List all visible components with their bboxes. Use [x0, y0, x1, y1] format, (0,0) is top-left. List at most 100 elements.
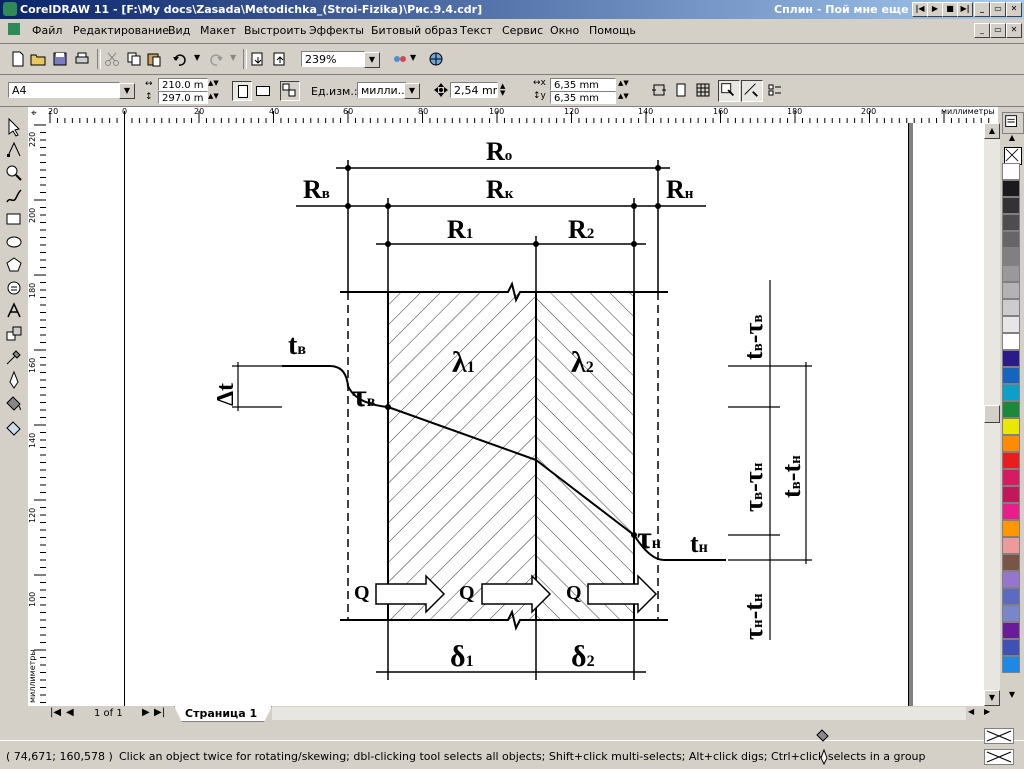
menu-edit[interactable]: Редактирование: [73, 24, 169, 37]
color-swatch[interactable]: [1002, 265, 1020, 282]
print-icon[interactable]: [74, 51, 90, 67]
width-spinner-icon[interactable]: ▲▼: [208, 79, 219, 87]
prev-page-icon[interactable]: ◀: [66, 707, 74, 718]
last-page-icon[interactable]: ▶|: [154, 707, 166, 718]
media-stop-icon[interactable]: ■: [942, 2, 958, 17]
snap-to-objects-button[interactable]: [718, 80, 740, 102]
page-size-dropdown-arrow-icon[interactable]: ▼: [119, 83, 135, 99]
color-swatch[interactable]: [1002, 571, 1020, 588]
color-swatch[interactable]: [1002, 639, 1020, 656]
polygon-tool-icon[interactable]: [4, 255, 24, 275]
freehand-tool-icon[interactable]: [4, 186, 24, 206]
scroll-up-arrow-icon[interactable]: ▲: [984, 123, 1000, 139]
nudge-spinner-icon[interactable]: ▲▼: [500, 82, 506, 97]
dup-y-spinner-icon[interactable]: ▲▼: [618, 92, 629, 100]
horizontal-ruler[interactable]: 20 0 20 40 60 80 100 120 140 160 180 200…: [46, 107, 998, 124]
dup-x-spinner-icon[interactable]: ▲▼: [618, 79, 629, 87]
color-swatch[interactable]: [1002, 401, 1020, 418]
color-swatch[interactable]: [1002, 452, 1020, 469]
color-swatch[interactable]: [1002, 622, 1020, 639]
draw-objects-icon[interactable]: [651, 82, 667, 98]
menu-help[interactable]: Помощь: [589, 24, 636, 37]
rectangle-tool-icon[interactable]: [4, 209, 24, 229]
media-play-icon[interactable]: ▶: [927, 2, 943, 17]
color-swatch[interactable]: [1002, 486, 1020, 503]
pick-tool-icon[interactable]: [4, 117, 24, 137]
color-swatch[interactable]: [1002, 435, 1020, 452]
interactive-blend-tool-icon[interactable]: [4, 324, 24, 344]
outline-color-none-swatch[interactable]: [984, 749, 1014, 765]
open-folder-icon[interactable]: [30, 51, 46, 67]
all-pages-layout-button[interactable]: [280, 81, 300, 101]
document-icon[interactable]: [8, 23, 20, 35]
export-icon[interactable]: [272, 51, 288, 67]
paste-icon[interactable]: [146, 51, 162, 67]
text-tool-icon[interactable]: [4, 301, 24, 321]
close-button[interactable]: ✕: [1006, 2, 1022, 17]
fill-indicator-icon[interactable]: [814, 727, 830, 743]
units-field[interactable]: милли...: [357, 82, 407, 98]
grid-icon[interactable]: [695, 82, 711, 98]
color-swatch[interactable]: [1002, 537, 1020, 554]
cut-icon[interactable]: [104, 51, 120, 67]
color-swatch[interactable]: [1002, 588, 1020, 605]
menu-tools[interactable]: Сервис: [502, 24, 544, 37]
menu-layout[interactable]: Макет: [200, 24, 237, 37]
landscape-button[interactable]: [254, 81, 272, 99]
color-swatch[interactable]: [1002, 333, 1020, 350]
page-width-field[interactable]: 210.0 m: [158, 78, 208, 91]
color-swatch[interactable]: [1002, 214, 1020, 231]
height-spinner-icon[interactable]: ▲▼: [208, 92, 219, 100]
fill-tool-icon[interactable]: [4, 393, 24, 413]
doc-minimize-button[interactable]: _: [974, 23, 990, 38]
page-tab[interactable]: Страница 1: [174, 706, 272, 722]
doc-restore-button[interactable]: ▭: [990, 23, 1006, 38]
corel-online-icon[interactable]: [428, 51, 444, 67]
vertical-ruler[interactable]: 220 200 180 160 140 120 100 миллиметры: [28, 123, 47, 706]
shape-tool-icon[interactable]: [4, 140, 24, 160]
color-swatch[interactable]: [1002, 656, 1020, 673]
vertical-scrollbar[interactable]: ▲ ▼: [984, 123, 1000, 706]
color-swatch[interactable]: [1002, 180, 1020, 197]
copy-icon[interactable]: [126, 51, 142, 67]
portrait-button[interactable]: [232, 81, 252, 101]
menu-window[interactable]: Окно: [550, 24, 580, 37]
doc-close-button[interactable]: ✕: [1006, 23, 1022, 38]
dynamic-guides-button[interactable]: [741, 80, 763, 102]
color-swatch[interactable]: [1002, 605, 1020, 622]
duplicate-distance-x-field[interactable]: 6,35 mm: [550, 78, 616, 91]
color-swatch[interactable]: [1002, 316, 1020, 333]
fit-page-icon[interactable]: [673, 82, 689, 98]
media-prev-icon[interactable]: |◀: [912, 2, 928, 17]
palette-scroll-down-icon[interactable]: ▼: [1008, 690, 1016, 699]
coreldraw-app-icon[interactable]: [3, 2, 17, 16]
palette-options-icon[interactable]: [1002, 112, 1024, 134]
page-height-field[interactable]: 297.0 m: [158, 91, 208, 104]
page-size-field[interactable]: A4: [8, 82, 120, 98]
scroll-right-arrow-icon[interactable]: ▶: [984, 707, 991, 716]
menu-text[interactable]: Текст: [460, 24, 493, 37]
color-swatch[interactable]: [1002, 282, 1020, 299]
zoom-dropdown-arrow-icon[interactable]: ▼: [364, 52, 380, 68]
wall-heat-transfer-diagram[interactable]: Rо Rв Rк Rн R1 R2 λ1 λ2 tв Δt τв τн tн Q…: [46, 123, 998, 706]
ellipse-tool-icon[interactable]: [4, 232, 24, 252]
vertical-scroll-thumb[interactable]: [984, 405, 1000, 423]
color-swatch[interactable]: [1002, 231, 1020, 248]
color-swatch[interactable]: [1002, 554, 1020, 571]
units-dropdown-arrow-icon[interactable]: ▼: [404, 83, 420, 99]
outline-indicator-icon[interactable]: [816, 749, 832, 765]
application-launcher-icon[interactable]: [392, 51, 408, 67]
duplicate-distance-y-field[interactable]: 6,35 mm: [550, 91, 616, 104]
undo-dropdown-arrow-icon[interactable]: ▼: [194, 53, 201, 62]
palette-scroll-up-icon[interactable]: ▲: [1008, 133, 1016, 142]
first-page-icon[interactable]: |◀: [50, 707, 62, 718]
media-next-icon[interactable]: ▶|: [957, 2, 973, 17]
horizontal-scroll-track[interactable]: [272, 707, 966, 720]
save-icon[interactable]: [52, 51, 68, 67]
basic-shapes-tool-icon[interactable]: [4, 278, 24, 298]
maximize-button[interactable]: ▭: [990, 2, 1006, 17]
eyedropper-tool-icon[interactable]: [4, 347, 24, 367]
color-swatch[interactable]: [1002, 469, 1020, 486]
menu-file[interactable]: Файл: [32, 24, 63, 37]
scroll-left-arrow-icon[interactable]: ◀: [968, 707, 975, 716]
